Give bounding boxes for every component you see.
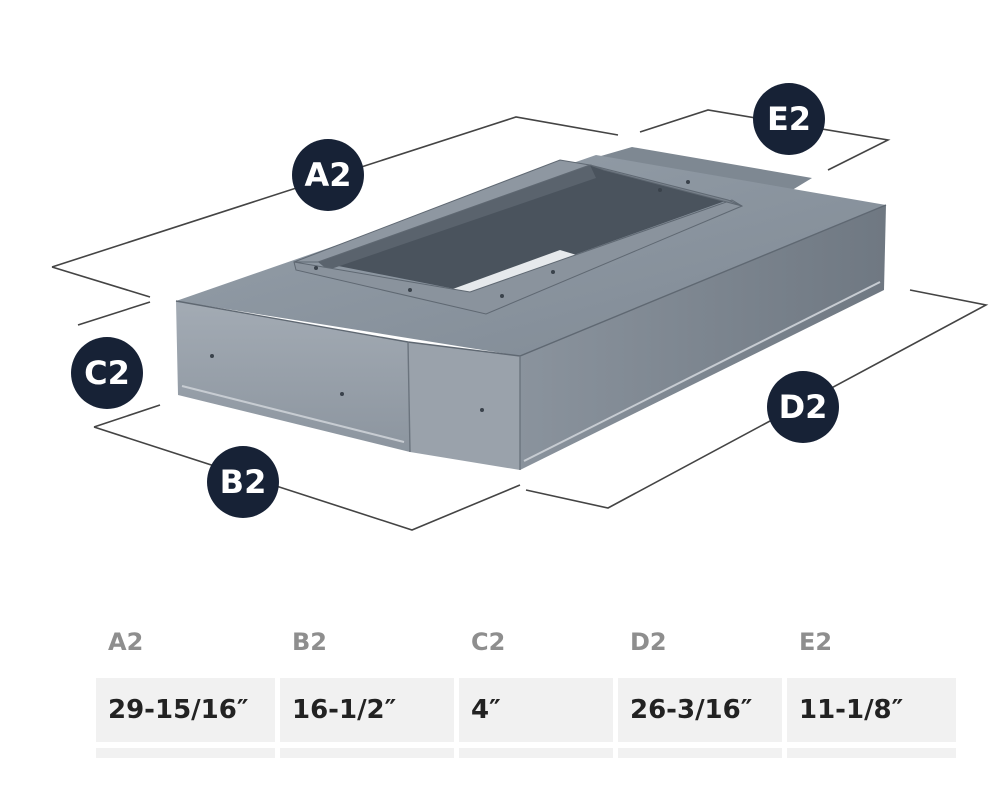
table-cell-d2: 26-3/16″ xyxy=(618,678,782,748)
table-cell-empty xyxy=(96,748,275,758)
badge-c2-label: C2 xyxy=(84,354,130,392)
table-header-e2: E2 xyxy=(799,628,833,656)
table-cell-b2: 16-1/2″ xyxy=(280,678,454,748)
table-header-row: A2 B2 C2 D2 E2 xyxy=(96,616,956,678)
table-row-partial xyxy=(96,748,956,758)
badge-d2: D2 xyxy=(767,371,839,443)
table-cell-c2: 4″ xyxy=(459,678,613,748)
box-front-left-face xyxy=(176,301,410,452)
dimensions-table: A2 B2 C2 D2 E2 29-15/16″ 16-1/2″ 4″ 26-3… xyxy=(91,616,961,758)
table-row: 29-15/16″ 16-1/2″ 4″ 26-3/16″ 11-1/8″ xyxy=(96,678,956,748)
table-header-b2: B2 xyxy=(292,628,327,656)
box-edges xyxy=(175,204,887,357)
dimension-line-a2-span xyxy=(51,116,619,268)
table-header-c2: C2 xyxy=(471,628,506,656)
badge-e2: E2 xyxy=(753,83,825,155)
dimension-line-c2-top xyxy=(77,301,151,326)
table-header-a2: A2 xyxy=(108,628,144,656)
badge-d2-label: D2 xyxy=(779,388,828,426)
box-bottom-lip-right xyxy=(523,281,881,462)
box-front-crease xyxy=(407,341,411,453)
collar-opening xyxy=(318,165,728,292)
collar-flange-right xyxy=(589,164,743,207)
dimension-line-b2 xyxy=(93,426,521,531)
box-right-side-face xyxy=(520,205,886,470)
table-cell-a2: 29-15/16″ xyxy=(96,678,275,748)
table-cell-empty xyxy=(280,748,454,758)
badge-a2-label: A2 xyxy=(304,156,351,194)
table-cell-empty xyxy=(618,748,782,758)
table-header-d2: D2 xyxy=(630,628,667,656)
collar-inner-wall xyxy=(318,165,596,270)
badge-b2: B2 xyxy=(207,446,279,518)
badge-a2: A2 xyxy=(292,139,364,211)
table-cell-e2: 11-1/8″ xyxy=(787,678,956,748)
dimension-line-c2-bottom xyxy=(93,404,161,428)
badge-c2: C2 xyxy=(71,337,143,409)
screw-holes xyxy=(210,180,690,412)
dimension-line-a2 xyxy=(51,266,151,298)
badge-e2-label: E2 xyxy=(767,100,811,138)
box-front-right-face xyxy=(408,342,520,470)
duct-transition-box xyxy=(175,147,887,470)
dimension-diagram: A2 E2 C2 B2 D2 xyxy=(51,83,989,531)
table-cell-empty xyxy=(787,748,956,758)
badge-b2-label: B2 xyxy=(220,463,267,501)
table-cell-empty xyxy=(459,748,613,758)
box-bottom-lip xyxy=(181,385,405,443)
